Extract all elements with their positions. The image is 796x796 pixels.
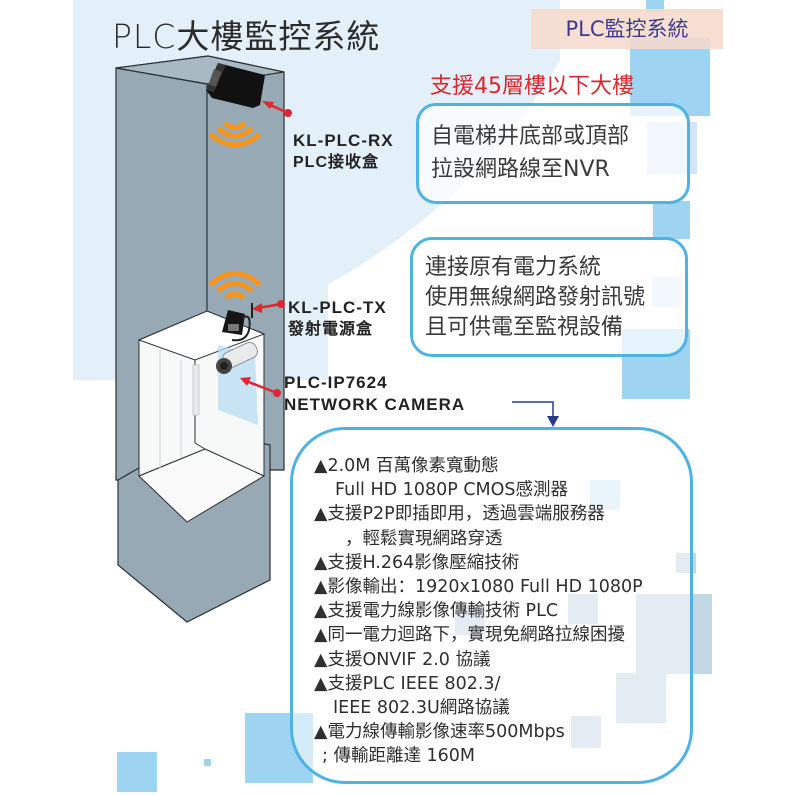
pointer-tx [252, 300, 285, 313]
page-title: PLC大樓監控系統 [112, 17, 381, 56]
camera-features-callout: ▲2.0M 百萬像素寬動態 Full HD 1080P CMOS感測器 ▲支援P… [290, 427, 693, 784]
callout-line: 拉設網路線至NVR [431, 157, 610, 182]
transmitter-box-icon [222, 303, 253, 342]
feature-item: IEEE 802.3U網路協議 [333, 698, 510, 719]
receiver-callout: 自電梯井底部或頂部 拉設網路線至NVR [416, 103, 690, 204]
callout-line: 且可供電至監視設備 [425, 315, 624, 340]
signal-waves-tx [208, 271, 262, 300]
system-badge: PLC監控系統 [531, 9, 723, 49]
receiver-name: PLC接收盒 [293, 154, 380, 171]
transmitter-name: 發射電源盒 [288, 321, 374, 338]
pointer-rx [262, 101, 292, 117]
receiver-box-icon [206, 63, 265, 108]
camera-label: PLC-IP7624 NETWORK CAMERA [284, 372, 465, 416]
feature-item: ▲支援H.264影像壓縮技術 [314, 552, 520, 573]
transmitter-callout: 連接原有電力系統 使用無線網路發射訊號 且可供電至監視設備 [410, 237, 688, 357]
feature-item: ; 傳輸距離達 160M [322, 746, 476, 767]
feature-item: ▲支援P2P即插即用，透過雲端服務器 [314, 504, 605, 525]
transmitter-model: KL-PLC-TX [288, 298, 387, 317]
feature-item: ▲支援ONVIF 2.0 協議 [314, 649, 491, 670]
feature-item: ▲支援PLC IEEE 802.3/ [314, 673, 501, 694]
feature-item: Full HD 1080P CMOS感測器 [335, 480, 569, 501]
feature-item: ▲電力線傳輸影像速率500Mbps [314, 722, 565, 743]
deco-square [204, 759, 211, 766]
deco-square [117, 752, 157, 792]
feature-item: ▲同一電力迴路下，實現免網路拉線困擾 [314, 625, 625, 646]
callout-line: 自電梯井底部或頂部 [431, 124, 630, 149]
camera-model: PLC-IP7624 [284, 373, 388, 392]
callout-line: 連接原有電力系統 [425, 255, 602, 280]
receiver-label: KL-PLC-RX PLC接收盒 [293, 130, 394, 174]
receiver-model: KL-PLC-RX [293, 131, 394, 150]
signal-waves-rx [208, 121, 262, 148]
bullet-camera-icon [216, 341, 258, 374]
feature-item: ▲影像輸出：1920x1080 Full HD 1080P [314, 577, 643, 598]
callout-line: 使用無線網路發射訊號 [425, 285, 646, 310]
subtitle-capacity: 支援45層樓以下大樓 [430, 74, 634, 99]
transmitter-label: KL-PLC-TX 發射電源盒 [288, 297, 387, 341]
feature-item: ，輕鬆實現網路穿透 [345, 528, 503, 549]
feature-item: ▲支援電力線影像傳輸技術 PLC [314, 601, 559, 622]
feature-item: ▲2.0M 百萬像素寬動態 [314, 456, 499, 476]
pointer-camera [240, 377, 281, 397]
deco-square [653, 201, 690, 239]
flow-arrow [512, 401, 559, 427]
camera-name: NETWORK CAMERA [284, 395, 466, 414]
